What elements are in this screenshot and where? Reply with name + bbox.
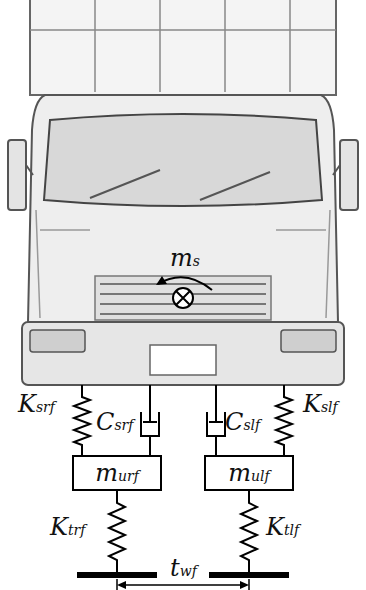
cab-body [28,95,338,322]
bumper [22,322,344,385]
mass-label: ms [170,246,200,270]
dimension-line [117,579,249,590]
dimension-arrow [240,581,249,589]
tire-spring-symbol [109,491,125,572]
windshield [44,114,322,206]
mass-label: murf [95,461,139,485]
headlight [30,330,85,352]
wipers [90,170,270,200]
mirror-arms [26,165,340,175]
dimension-label: twf [170,556,197,580]
grille [95,276,271,320]
damper-symbol [141,385,159,455]
spring-symbol [276,385,292,455]
headlight [281,330,336,352]
spring-label: Ksrf [18,392,55,416]
cargo-ribs [30,0,336,92]
ground-bar [209,572,289,578]
tire-stiffness-label: Ktrf [50,515,85,539]
damper-symbol [207,385,225,455]
grille-bars [100,284,266,314]
spring-label: Kslf [303,392,338,416]
dimension-arrow [117,581,126,589]
damper-label: Cslf [225,410,260,434]
center-of-mass-symbol [173,288,193,308]
mass-box: mulf [204,455,294,491]
center-of-mass-cross [176,291,190,305]
mass-label: mulf [228,461,269,485]
tire-spring-symbol [241,491,257,572]
cargo-box [30,0,336,95]
arrow-head [156,276,167,285]
cab-panel-lines [36,210,330,318]
damper-label: Csrf [96,410,133,434]
license-plate [150,345,216,375]
tire-stiffness-label: Ktlf [266,515,299,539]
mass-box: murf [72,455,162,491]
spring-symbol [74,385,90,455]
mirror [340,140,358,210]
mirror [8,140,26,210]
ground-bar [77,572,157,578]
